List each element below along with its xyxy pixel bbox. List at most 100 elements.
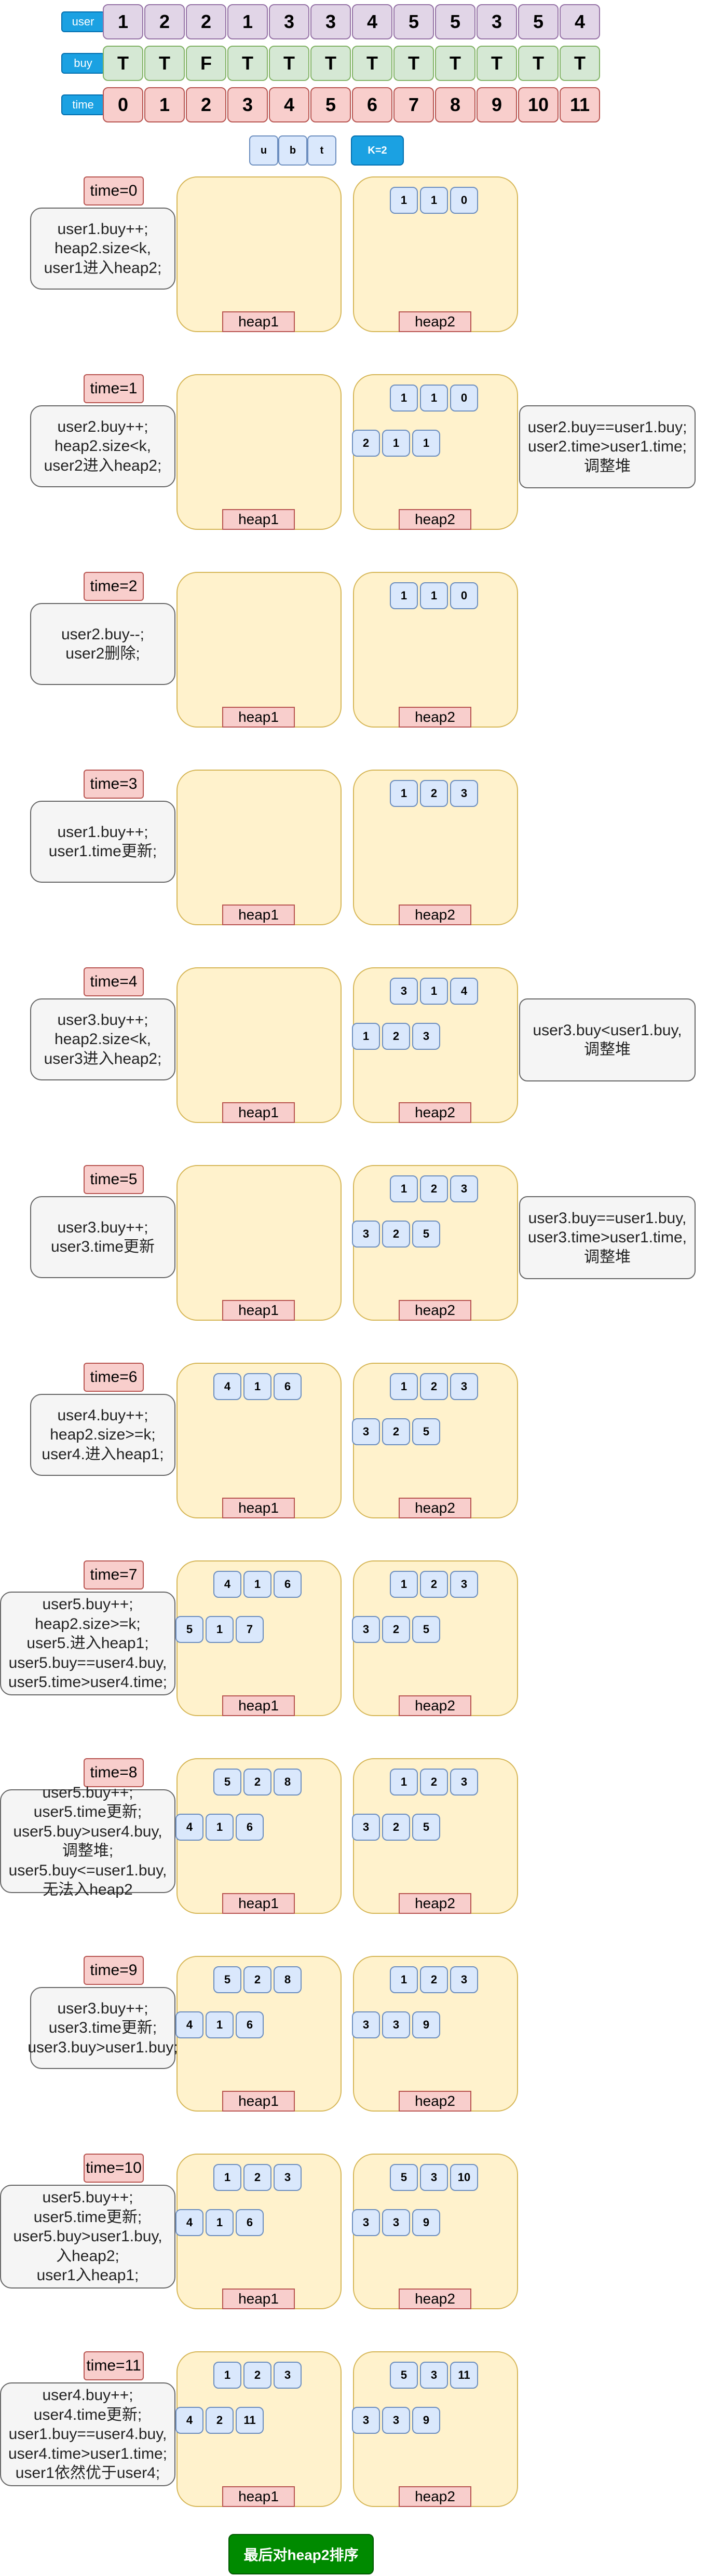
step-description: user5.buy++;user5.time更新;user5.buy>user1… xyxy=(0,2185,175,2289)
description-line: user3.time更新; xyxy=(48,2019,157,2037)
user-cell: 2 xyxy=(144,4,185,39)
note-line: 调整堆 xyxy=(584,457,631,475)
note-line: user3.buy<user1.buy, xyxy=(533,1021,682,1039)
heap1-box xyxy=(176,572,342,728)
heap-node-field: 5 xyxy=(213,1966,241,1993)
heap-node-field: 2 xyxy=(420,1175,448,1202)
buy-cell: T xyxy=(227,46,268,81)
heap1-box xyxy=(176,770,342,925)
heap-node-field: 3 xyxy=(382,2209,410,2236)
heap1-label: heap1 xyxy=(222,2091,295,2112)
heap-node-field: 1 xyxy=(206,2209,234,2236)
heap-node-field: 1 xyxy=(390,1571,418,1598)
time-cell: 3 xyxy=(227,87,268,122)
time-cell: 8 xyxy=(435,87,475,122)
legend-buy-cell: b xyxy=(278,135,307,166)
legend-user-cell: u xyxy=(249,135,278,166)
heap-node-field: 4 xyxy=(175,2407,203,2434)
time-cell: 0 xyxy=(103,87,143,122)
heap-node-field: 3 xyxy=(274,2362,302,2389)
heap2-label: heap2 xyxy=(399,707,471,728)
heap1-label: heap1 xyxy=(222,1300,295,1321)
description-line: user5.buy++; xyxy=(42,1784,133,1801)
heap-node-field: 5 xyxy=(213,1769,241,1796)
description-line: user4.进入heap1; xyxy=(42,1445,164,1463)
description-line: heap2.size<k, xyxy=(55,1031,151,1048)
heap-node-field: 1 xyxy=(420,385,448,412)
step-description: user1.buy++;heap2.size<k,user1进入heap2; xyxy=(30,208,175,290)
heap-node-field: 1 xyxy=(243,1373,271,1400)
buy-cell: T xyxy=(103,46,143,81)
heap-node-field: 6 xyxy=(236,1814,264,1841)
heap-node-field: 2 xyxy=(243,1966,271,1993)
heap-node-field: 3 xyxy=(352,1418,380,1445)
heap-node-field: 2 xyxy=(243,2164,271,2191)
description-line: 无法入heap2 xyxy=(43,1881,133,1898)
description-line: heap2.size>=k; xyxy=(35,1615,141,1633)
time-label: time=3 xyxy=(84,770,144,799)
description-line: user5.buy++; xyxy=(42,1596,133,1613)
description-line: user5.time>user4.time; xyxy=(8,1674,167,1691)
buy-cell: T xyxy=(310,46,351,81)
heap-node-field: 9 xyxy=(412,2011,440,2038)
heap-node-field: 1 xyxy=(206,2011,234,2038)
heap-node-field: 1 xyxy=(206,1814,234,1841)
description-line: 入heap2; xyxy=(56,2247,119,2265)
heap2-label: heap2 xyxy=(399,2091,471,2112)
heap-node-field: 1 xyxy=(382,430,410,457)
description-line: user2.buy--; xyxy=(61,625,145,643)
description-line: user4.time>user1.time; xyxy=(8,2445,167,2462)
description-line: heap2.size<k, xyxy=(55,437,151,455)
description-line: user3.buy++; xyxy=(57,1218,148,1236)
heap-node-field: 9 xyxy=(412,2407,440,2434)
heap-node-field: 1 xyxy=(390,1769,418,1796)
description-line: user5.buy>user1.buy, xyxy=(13,2228,162,2245)
time-cell: 7 xyxy=(393,87,434,122)
heap1-box xyxy=(176,176,342,332)
heap-node-field: 3 xyxy=(352,1616,380,1643)
description-line: user5.time更新; xyxy=(33,1803,142,1820)
description-line: user1进入heap2; xyxy=(44,259,162,277)
step-description: user5.buy++;user5.time更新;user5.buy>user4… xyxy=(0,1784,175,1898)
heap-node-field: 1 xyxy=(420,582,448,609)
heap-node-field: 3 xyxy=(420,2362,448,2389)
time-cell: 11 xyxy=(560,87,600,122)
note-line: 调整堆 xyxy=(584,1041,631,1058)
time-cell: 5 xyxy=(310,87,351,122)
heap-node-field: 1 xyxy=(206,1616,234,1643)
note-line: user2.buy==user1.buy; xyxy=(527,418,687,436)
heap-node-field: 1 xyxy=(390,780,418,807)
heap-node-field: 1 xyxy=(390,1373,418,1400)
heap-node-field: 1 xyxy=(352,1023,380,1050)
heap2-label: heap2 xyxy=(399,1102,471,1123)
heap-node-field: 11 xyxy=(236,2407,264,2434)
note-line: user2.time>user1.time; xyxy=(528,438,687,456)
buy-cell: T xyxy=(435,46,475,81)
heap-node-field: 5 xyxy=(175,1616,203,1643)
heap-node-field: 4 xyxy=(175,2011,203,2038)
buy-cell: T xyxy=(144,46,185,81)
heap-node-field: 3 xyxy=(274,2164,302,2191)
heap-node-field: 2 xyxy=(382,1616,410,1643)
heap-node-field: 1 xyxy=(390,1175,418,1202)
time-label: time=6 xyxy=(84,1363,144,1392)
heap1-box xyxy=(176,967,342,1123)
final-sort-label: 最后对heap2排序 xyxy=(228,2534,374,2574)
buy-cell: T xyxy=(352,46,392,81)
adjust-note: user3.buy==user1.buy,user3.time>user1.ti… xyxy=(519,1196,696,1279)
time-label: time=10 xyxy=(84,2154,144,2183)
buy-cell: T xyxy=(560,46,600,81)
heap-node-field: 1 xyxy=(243,1571,271,1598)
heap-node-field: 3 xyxy=(352,1814,380,1841)
heap1-box xyxy=(176,374,342,530)
heap-node-field: 3 xyxy=(382,2011,410,2038)
user-cell: 5 xyxy=(393,4,434,39)
description-line: user3.buy++; xyxy=(57,1999,148,2017)
description-line: user3.buy++; xyxy=(57,1011,148,1029)
description-line: user4.buy++; xyxy=(57,1406,148,1424)
description-line: user5.time更新; xyxy=(33,2208,142,2226)
buy-cell: T xyxy=(477,46,517,81)
heap-node-field: 6 xyxy=(274,1373,302,1400)
step-description: user3.buy++;user3.time更新 xyxy=(30,1196,175,1278)
heap-node-field: 6 xyxy=(236,2011,264,2038)
